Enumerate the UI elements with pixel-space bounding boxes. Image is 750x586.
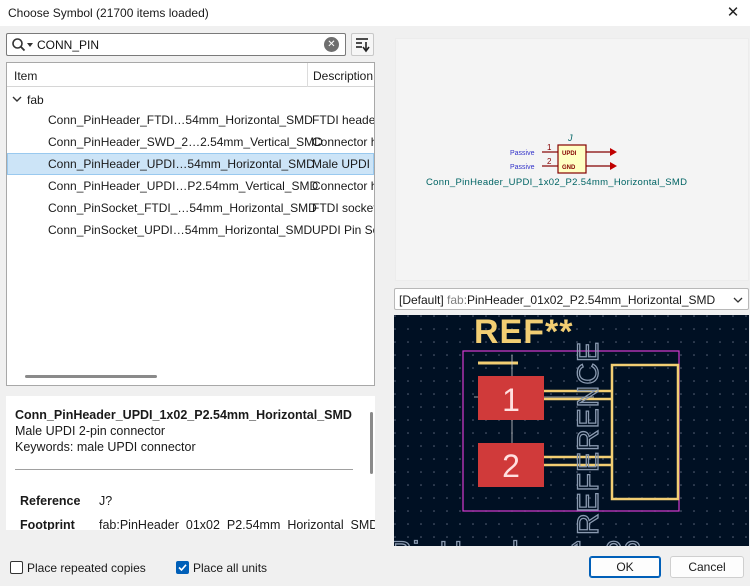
search-box[interactable]: ✕ bbox=[6, 33, 346, 56]
tree-header: Item Description bbox=[7, 63, 374, 87]
symbol-body bbox=[557, 144, 587, 174]
tree-row-desc: FTDI socket bbox=[312, 201, 374, 215]
tree-row[interactable]: Conn_PinSocket_UPDI…54mm_Horizontal_SMD … bbox=[7, 219, 374, 241]
arrow-2-icon bbox=[610, 162, 617, 170]
pin-2-name: GND bbox=[562, 165, 576, 171]
footprint-select-text: [Default] fab:PinHeader_01x02_P2.54mm_Ho… bbox=[399, 293, 715, 307]
footprint-select[interactable]: [Default] fab:PinHeader_01x02_P2.54mm_Ho… bbox=[394, 288, 749, 310]
footprint-label: Footprint bbox=[20, 518, 75, 530]
place-all-units-box[interactable] bbox=[176, 561, 189, 574]
cancel-button[interactable]: Cancel bbox=[670, 556, 744, 578]
tree-row-name: Conn_PinHeader_SWD_2…2.54mm_Vertical_SMD bbox=[48, 135, 323, 149]
tree-row-name: Conn_PinSocket_UPDI…54mm_Horizontal_SMD bbox=[48, 223, 313, 237]
tree-group-label: fab bbox=[27, 93, 44, 107]
search-input[interactable] bbox=[37, 36, 317, 53]
column-item[interactable]: Item bbox=[14, 69, 38, 83]
ok-button[interactable]: OK bbox=[589, 556, 661, 578]
details-divider bbox=[15, 469, 353, 470]
details-keywords: Keywords: male UPDI connector bbox=[15, 440, 196, 454]
tree-row[interactable]: Conn_PinHeader_FTDI…54mm_Horizontal_SMD … bbox=[7, 109, 374, 131]
sort-button[interactable] bbox=[351, 33, 374, 56]
tree-row-selected[interactable]: Conn_PinHeader_UPDI…54mm_Horizontal_SMD … bbox=[7, 153, 374, 175]
tree-row-desc: Male UPDI 2 bbox=[312, 157, 374, 171]
pin-2-number: 2 bbox=[547, 157, 552, 166]
search-icon[interactable] bbox=[11, 37, 35, 53]
symbol-value: Conn_PinHeader_UPDI_1x02_P2.54mm_Horizon… bbox=[426, 177, 687, 188]
footprint-select-name: PinHeader_01x02_P2.54mm_Horizontal_SMD bbox=[467, 293, 716, 307]
tree-row-name: Conn_PinHeader_UPDI…54mm_Horizontal_SMD bbox=[48, 157, 315, 171]
tree-row-desc: Connector h bbox=[312, 179, 374, 193]
symbol-details: Conn_PinHeader_UPDI_1x02_P2.54mm_Horizon… bbox=[6, 396, 375, 530]
pad-1-number: 1 bbox=[502, 382, 520, 418]
vertical-scrollbar[interactable] bbox=[370, 412, 373, 474]
pad-2-number: 2 bbox=[502, 448, 520, 484]
symbol-preview-canvas: J 1 2 UPDI GND Passive Passive Conn_PinH… bbox=[426, 133, 687, 188]
arrow-1-icon bbox=[610, 148, 617, 156]
horizontal-scrollbar[interactable] bbox=[25, 375, 157, 378]
chevron-down-icon[interactable] bbox=[732, 294, 744, 306]
place-repeated-box[interactable] bbox=[10, 561, 23, 574]
details-description: Male UPDI 2-pin connector bbox=[15, 424, 166, 438]
footprint-select-prefix: [Default] bbox=[399, 293, 448, 307]
symbol-preview: J 1 2 UPDI GND Passive Passive Conn_PinH… bbox=[395, 38, 749, 281]
reference-value: J? bbox=[99, 494, 113, 508]
sort-icon bbox=[356, 38, 370, 53]
column-divider[interactable] bbox=[307, 63, 308, 87]
place-all-units-label[interactable]: Place all units bbox=[193, 561, 268, 575]
silk-body bbox=[610, 363, 680, 501]
place-repeated-label[interactable]: Place repeated copies bbox=[27, 561, 146, 575]
tree-row[interactable]: Conn_PinHeader_SWD_2…2.54mm_Vertical_SMD… bbox=[7, 131, 374, 153]
pin-1-number: 1 bbox=[547, 143, 552, 152]
tree-row-desc: Connector h bbox=[312, 135, 374, 149]
close-icon[interactable]: ✕ bbox=[726, 4, 740, 21]
tree-row[interactable]: Conn_PinHeader_UPDI…P2.54mm_Vertical_SMD… bbox=[7, 175, 374, 197]
window-title: Choose Symbol (21700 items loaded) bbox=[8, 6, 209, 20]
footprint-value: fab:PinHeader_01x02_P2.54mm_Horizontal_S… bbox=[99, 518, 375, 530]
symbol-tree[interactable]: Item Description fab Conn_PinHeader_FTDI… bbox=[6, 62, 375, 386]
reference-vertical: REFERENCE bbox=[572, 341, 605, 535]
checkmark-icon bbox=[178, 564, 187, 572]
details-symbol-name: Conn_PinHeader_UPDI_1x02_P2.54mm_Horizon… bbox=[15, 408, 352, 422]
reference-label: Reference bbox=[20, 494, 81, 508]
pcb-grid bbox=[394, 315, 749, 546]
footprint-canvas: 1 2 REF** REFERENCE PinHeader_1x02 bbox=[394, 315, 749, 546]
footprint-value-text: PinHeader_1x02 bbox=[394, 535, 642, 546]
clear-search-icon[interactable]: ✕ bbox=[324, 37, 339, 52]
tree-row-desc: FTDI header bbox=[312, 113, 374, 127]
tree-row-desc: UPDI Pin So bbox=[312, 223, 374, 237]
title-bar: Choose Symbol (21700 items loaded) ✕ bbox=[0, 0, 750, 26]
tree-row-name: Conn_PinSocket_FTDI_…54mm_Horizontal_SMD bbox=[48, 201, 317, 215]
column-description[interactable]: Description bbox=[313, 69, 374, 83]
ref-designator: REF** bbox=[474, 315, 573, 351]
pad-1 bbox=[478, 376, 544, 420]
chevron-down-icon[interactable] bbox=[11, 93, 23, 105]
tree-row-name: Conn_PinHeader_FTDI…54mm_Horizontal_SMD bbox=[48, 113, 313, 127]
pad-2 bbox=[478, 443, 544, 487]
tree-row[interactable]: Conn_PinSocket_FTDI_…54mm_Horizontal_SMD… bbox=[7, 197, 374, 219]
footprint-select-lib: fab: bbox=[447, 293, 468, 307]
pin-2-type: Passive bbox=[510, 164, 535, 171]
symbol-ref: J bbox=[567, 133, 573, 143]
pin-1-name: UPDI bbox=[562, 151, 577, 157]
pin-1-type: Passive bbox=[510, 150, 535, 157]
tree-row-name: Conn_PinHeader_UPDI…P2.54mm_Vertical_SMD bbox=[48, 179, 319, 193]
footprint-preview: 1 2 REF** REFERENCE PinHeader_1x02 bbox=[394, 315, 749, 546]
